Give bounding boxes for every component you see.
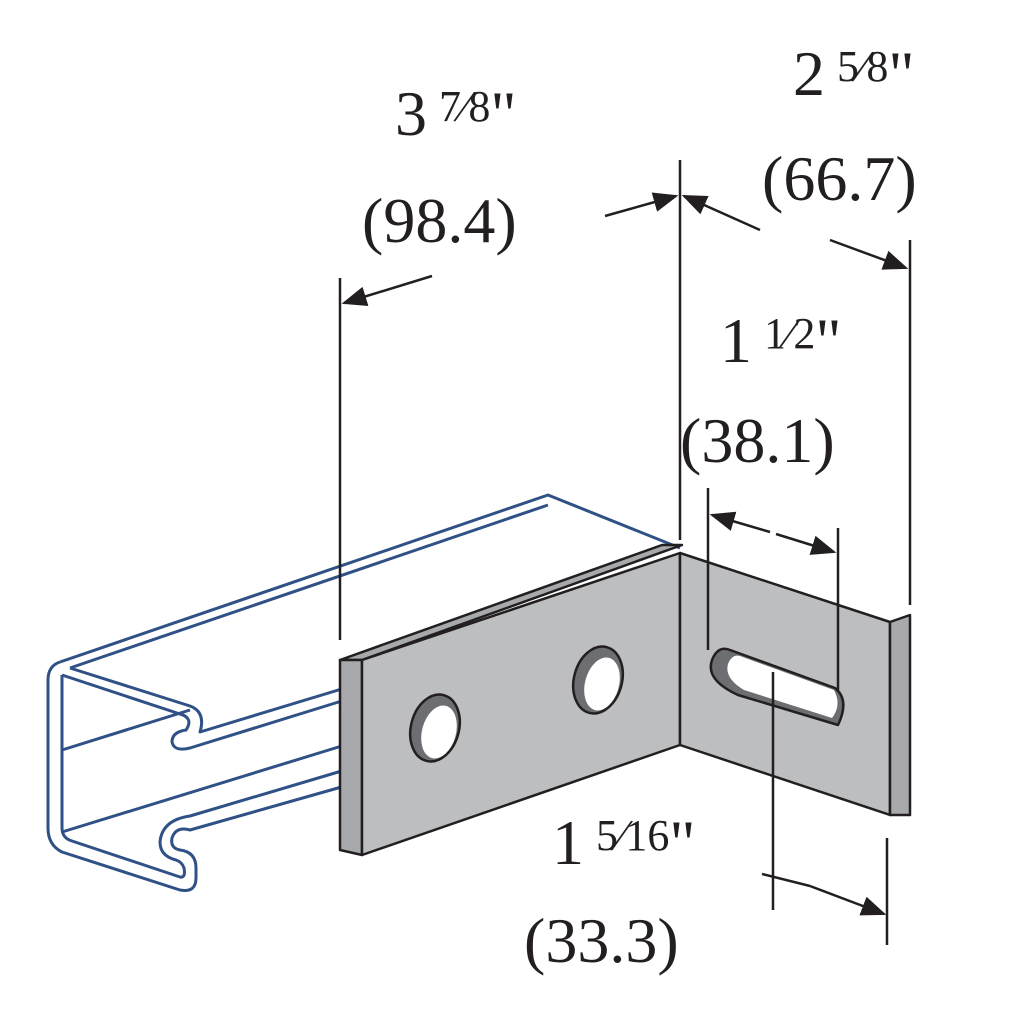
svg-text:11⁄2": 11⁄2" [720, 305, 841, 376]
svg-text:37⁄8": 37⁄8" [395, 78, 516, 149]
strut-channel [46, 493, 681, 892]
svg-text:15⁄16": 15⁄16" [552, 807, 695, 878]
svg-text:25⁄8": 25⁄8" [793, 38, 914, 109]
angle-bracket [338, 543, 912, 857]
svg-text:(33.3): (33.3) [524, 905, 679, 976]
svg-text:(98.4): (98.4) [362, 185, 517, 256]
bracket-short-edge [888, 613, 912, 817]
bracket-end-edge [338, 658, 364, 857]
dimension-lines [338, 160, 912, 945]
svg-text:(38.1): (38.1) [680, 405, 835, 476]
svg-text:(66.7): (66.7) [762, 143, 917, 214]
